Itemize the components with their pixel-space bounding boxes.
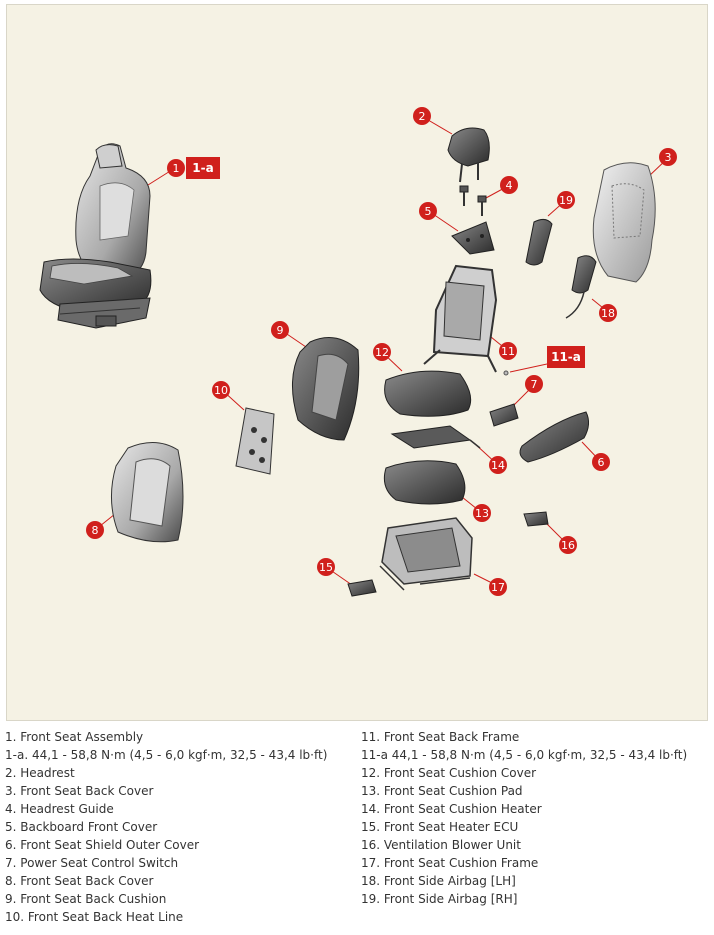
callout-2: 2 [413, 107, 431, 125]
legend-item: 12. Front Seat Cushion Cover [361, 766, 537, 780]
legend-item: 1-a. 44,1 - 58,8 N·m (4,5 - 6,0 kgf·m, 3… [5, 748, 328, 762]
torque-label-11a: 11-a [503, 346, 585, 376]
svg-text:2: 2 [419, 110, 426, 123]
svg-text:6: 6 [598, 456, 605, 469]
legend-item: 8. Front Seat Back Cover [5, 874, 154, 888]
svg-text:5: 5 [425, 205, 432, 218]
callout-5: 5 [419, 202, 437, 220]
legend-column-right: 11. Front Seat Back Frame 11-a 44,1 - 58… [361, 728, 687, 908]
part-12-front-seat-cushion-cover [384, 370, 472, 417]
legend-item: 14. Front Seat Cushion Heater [361, 802, 542, 816]
part-3-front-seat-back-cover [592, 162, 656, 283]
legend-item: 18. Front Side Airbag [LH] [361, 874, 516, 888]
callout-6: 6 [592, 453, 610, 471]
svg-text:10: 10 [214, 384, 228, 397]
callout-14: 14 [489, 456, 507, 474]
svg-text:11: 11 [501, 345, 515, 358]
callout-16: 16 [559, 536, 577, 554]
callout-15: 15 [317, 558, 335, 576]
callout-18: 18 [599, 304, 617, 322]
svg-text:18: 18 [601, 307, 615, 320]
callout-12: 12 [373, 343, 391, 361]
legend-item: 3. Front Seat Back Cover [5, 784, 154, 798]
legend-item: 11. Front Seat Back Frame [361, 730, 520, 744]
part-5-backboard-front-cover [451, 221, 495, 255]
callout-9: 9 [271, 321, 289, 339]
exploded-seat-diagram: 1 2 3 4 5 19 18 9 11 12 10 7 6 14 8 13 1… [39, 107, 677, 597]
legend-item: 6. Front Seat Shield Outer Cover [5, 838, 200, 852]
legend-item: 19. Front Side Airbag [RH] [361, 892, 518, 906]
part-19-side-airbag-rh [525, 218, 553, 266]
svg-text:14: 14 [491, 459, 505, 472]
svg-text:15: 15 [319, 561, 333, 574]
callout-3: 3 [659, 148, 677, 166]
legend-item: 9. Front Seat Back Cushion [5, 892, 167, 906]
svg-text:3: 3 [665, 151, 672, 164]
svg-text:1: 1 [173, 162, 180, 175]
part-11-front-seat-back-frame [423, 264, 498, 373]
legend-item: 4. Headrest Guide [5, 802, 114, 816]
callout-1: 1 [167, 159, 185, 177]
legend-item: 5. Backboard Front Cover [5, 820, 158, 834]
part-7-power-seat-control-switch [489, 403, 519, 427]
callout-4: 4 [500, 176, 518, 194]
part-10-front-seat-back-heat-line [235, 407, 275, 475]
legend-item: 1. Front Seat Assembly [5, 730, 144, 744]
part-1-front-seat-assembly [39, 143, 152, 329]
svg-text:12: 12 [375, 346, 389, 359]
callout-13: 13 [473, 504, 491, 522]
part-16-ventilation-blower-unit [523, 511, 549, 527]
svg-text:16: 16 [561, 539, 575, 552]
callout-7: 7 [525, 375, 543, 393]
svg-text:13: 13 [475, 507, 489, 520]
parts-legend: 1. Front Seat Assembly 1-a. 44,1 - 58,8 … [0, 728, 714, 933]
callout-11: 11 [499, 342, 517, 360]
part-8-front-seat-back-cover [110, 442, 184, 543]
part-4-headrest-guide [459, 185, 487, 216]
legend-item: 17. Front Seat Cushion Frame [361, 856, 539, 870]
callout-8: 8 [86, 521, 104, 539]
part-2-headrest [447, 127, 490, 183]
legend-item: 16. Ventilation Blower Unit [361, 838, 521, 852]
legend-item: 2. Headrest [5, 766, 75, 780]
svg-text:7: 7 [531, 378, 538, 391]
callout-19: 19 [557, 191, 575, 209]
part-6-front-seat-shield-outer-cover [519, 411, 590, 463]
part-15-front-seat-heater-ecu [347, 579, 377, 597]
part-18-side-airbag-lh [565, 255, 597, 319]
part-14-front-seat-cushion-heater [390, 425, 481, 449]
svg-text:4: 4 [506, 179, 513, 192]
legend-item: 15. Front Seat Heater ECU [361, 820, 519, 834]
torque-label-1a: 1-a [186, 157, 220, 179]
svg-text:17: 17 [491, 581, 505, 594]
svg-text:19: 19 [559, 194, 573, 207]
callout-17: 17 [489, 578, 507, 596]
svg-text:1-a: 1-a [192, 161, 213, 175]
legend-column-left: 1. Front Seat Assembly 1-a. 44,1 - 58,8 … [5, 728, 327, 926]
part-17-front-seat-cushion-frame [379, 517, 473, 591]
svg-text:8: 8 [92, 524, 99, 537]
part-9-front-seat-back-cushion [291, 337, 360, 441]
part-13-front-seat-cushion-pad [383, 460, 466, 505]
callout-10: 10 [212, 381, 230, 399]
svg-text:9: 9 [277, 324, 284, 337]
legend-item: 13. Front Seat Cushion Pad [361, 784, 523, 798]
svg-text:11-a: 11-a [551, 350, 581, 364]
legend-item: 11-a 44,1 - 58,8 N·m (4,5 - 6,0 kgf·m, 3… [361, 748, 688, 762]
legend-item: 7. Power Seat Control Switch [5, 856, 179, 870]
legend-item: 10. Front Seat Back Heat Line [5, 910, 184, 924]
